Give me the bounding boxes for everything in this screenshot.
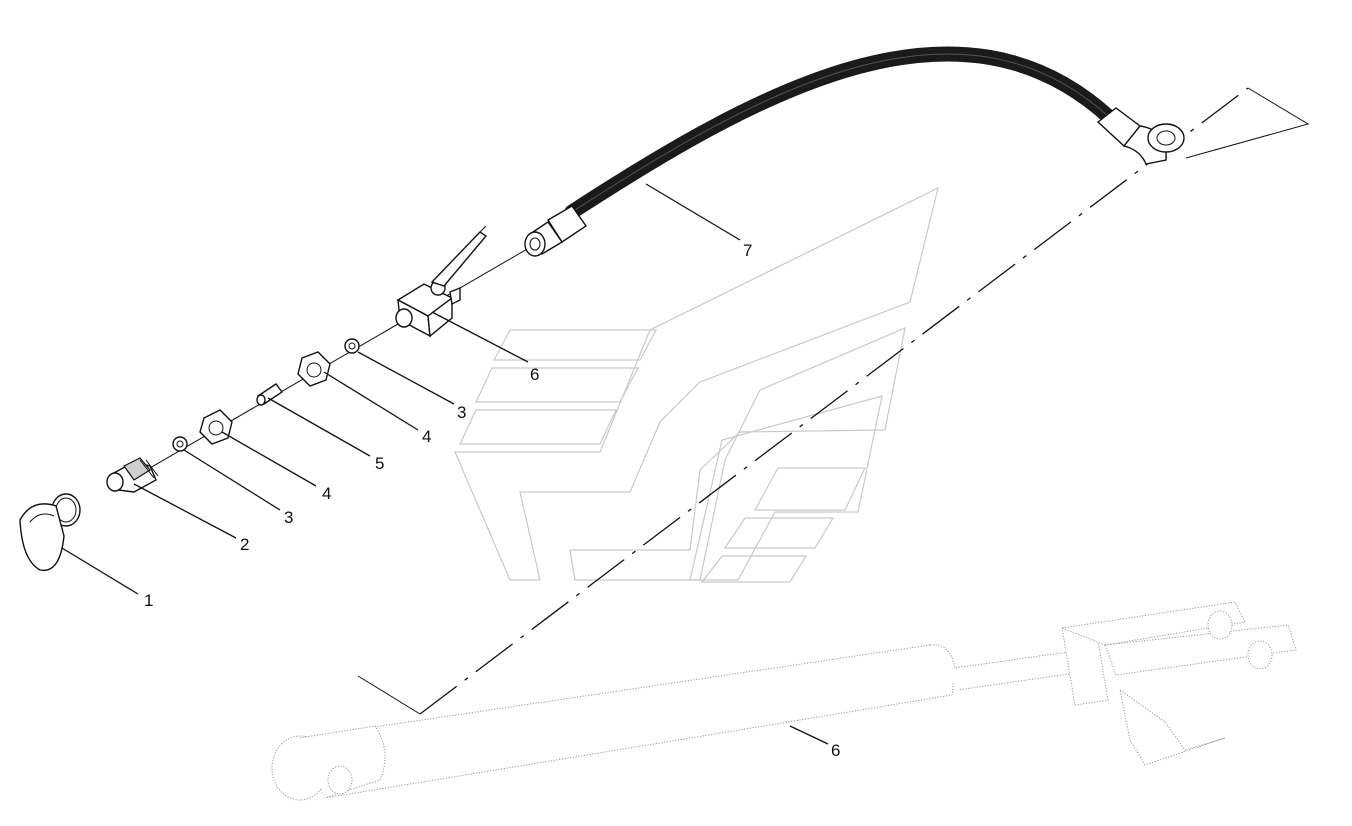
hydraulic-cylinder-ghost bbox=[271, 601, 1297, 801]
callout-4a: 4 bbox=[322, 484, 331, 503]
callout-4b: 4 bbox=[422, 427, 431, 446]
leader-lines bbox=[61, 183, 829, 745]
watermark-logo bbox=[454, 186, 939, 583]
callout-1: 1 bbox=[144, 591, 153, 610]
callout-6b: 6 bbox=[831, 741, 840, 760]
callout-6a: 6 bbox=[530, 365, 539, 384]
callout-3b: 3 bbox=[457, 403, 466, 422]
callout-5: 5 bbox=[375, 454, 384, 473]
hydraulic-hose bbox=[524, 46, 1185, 257]
callout-3a: 3 bbox=[284, 508, 293, 527]
ball-valve bbox=[395, 225, 488, 338]
callout-labels: 1 2 3 4 5 4 3 6 7 6 bbox=[144, 241, 840, 760]
fitting-parts bbox=[19, 338, 360, 572]
callout-2: 2 bbox=[240, 535, 249, 554]
callout-7: 7 bbox=[743, 241, 752, 260]
